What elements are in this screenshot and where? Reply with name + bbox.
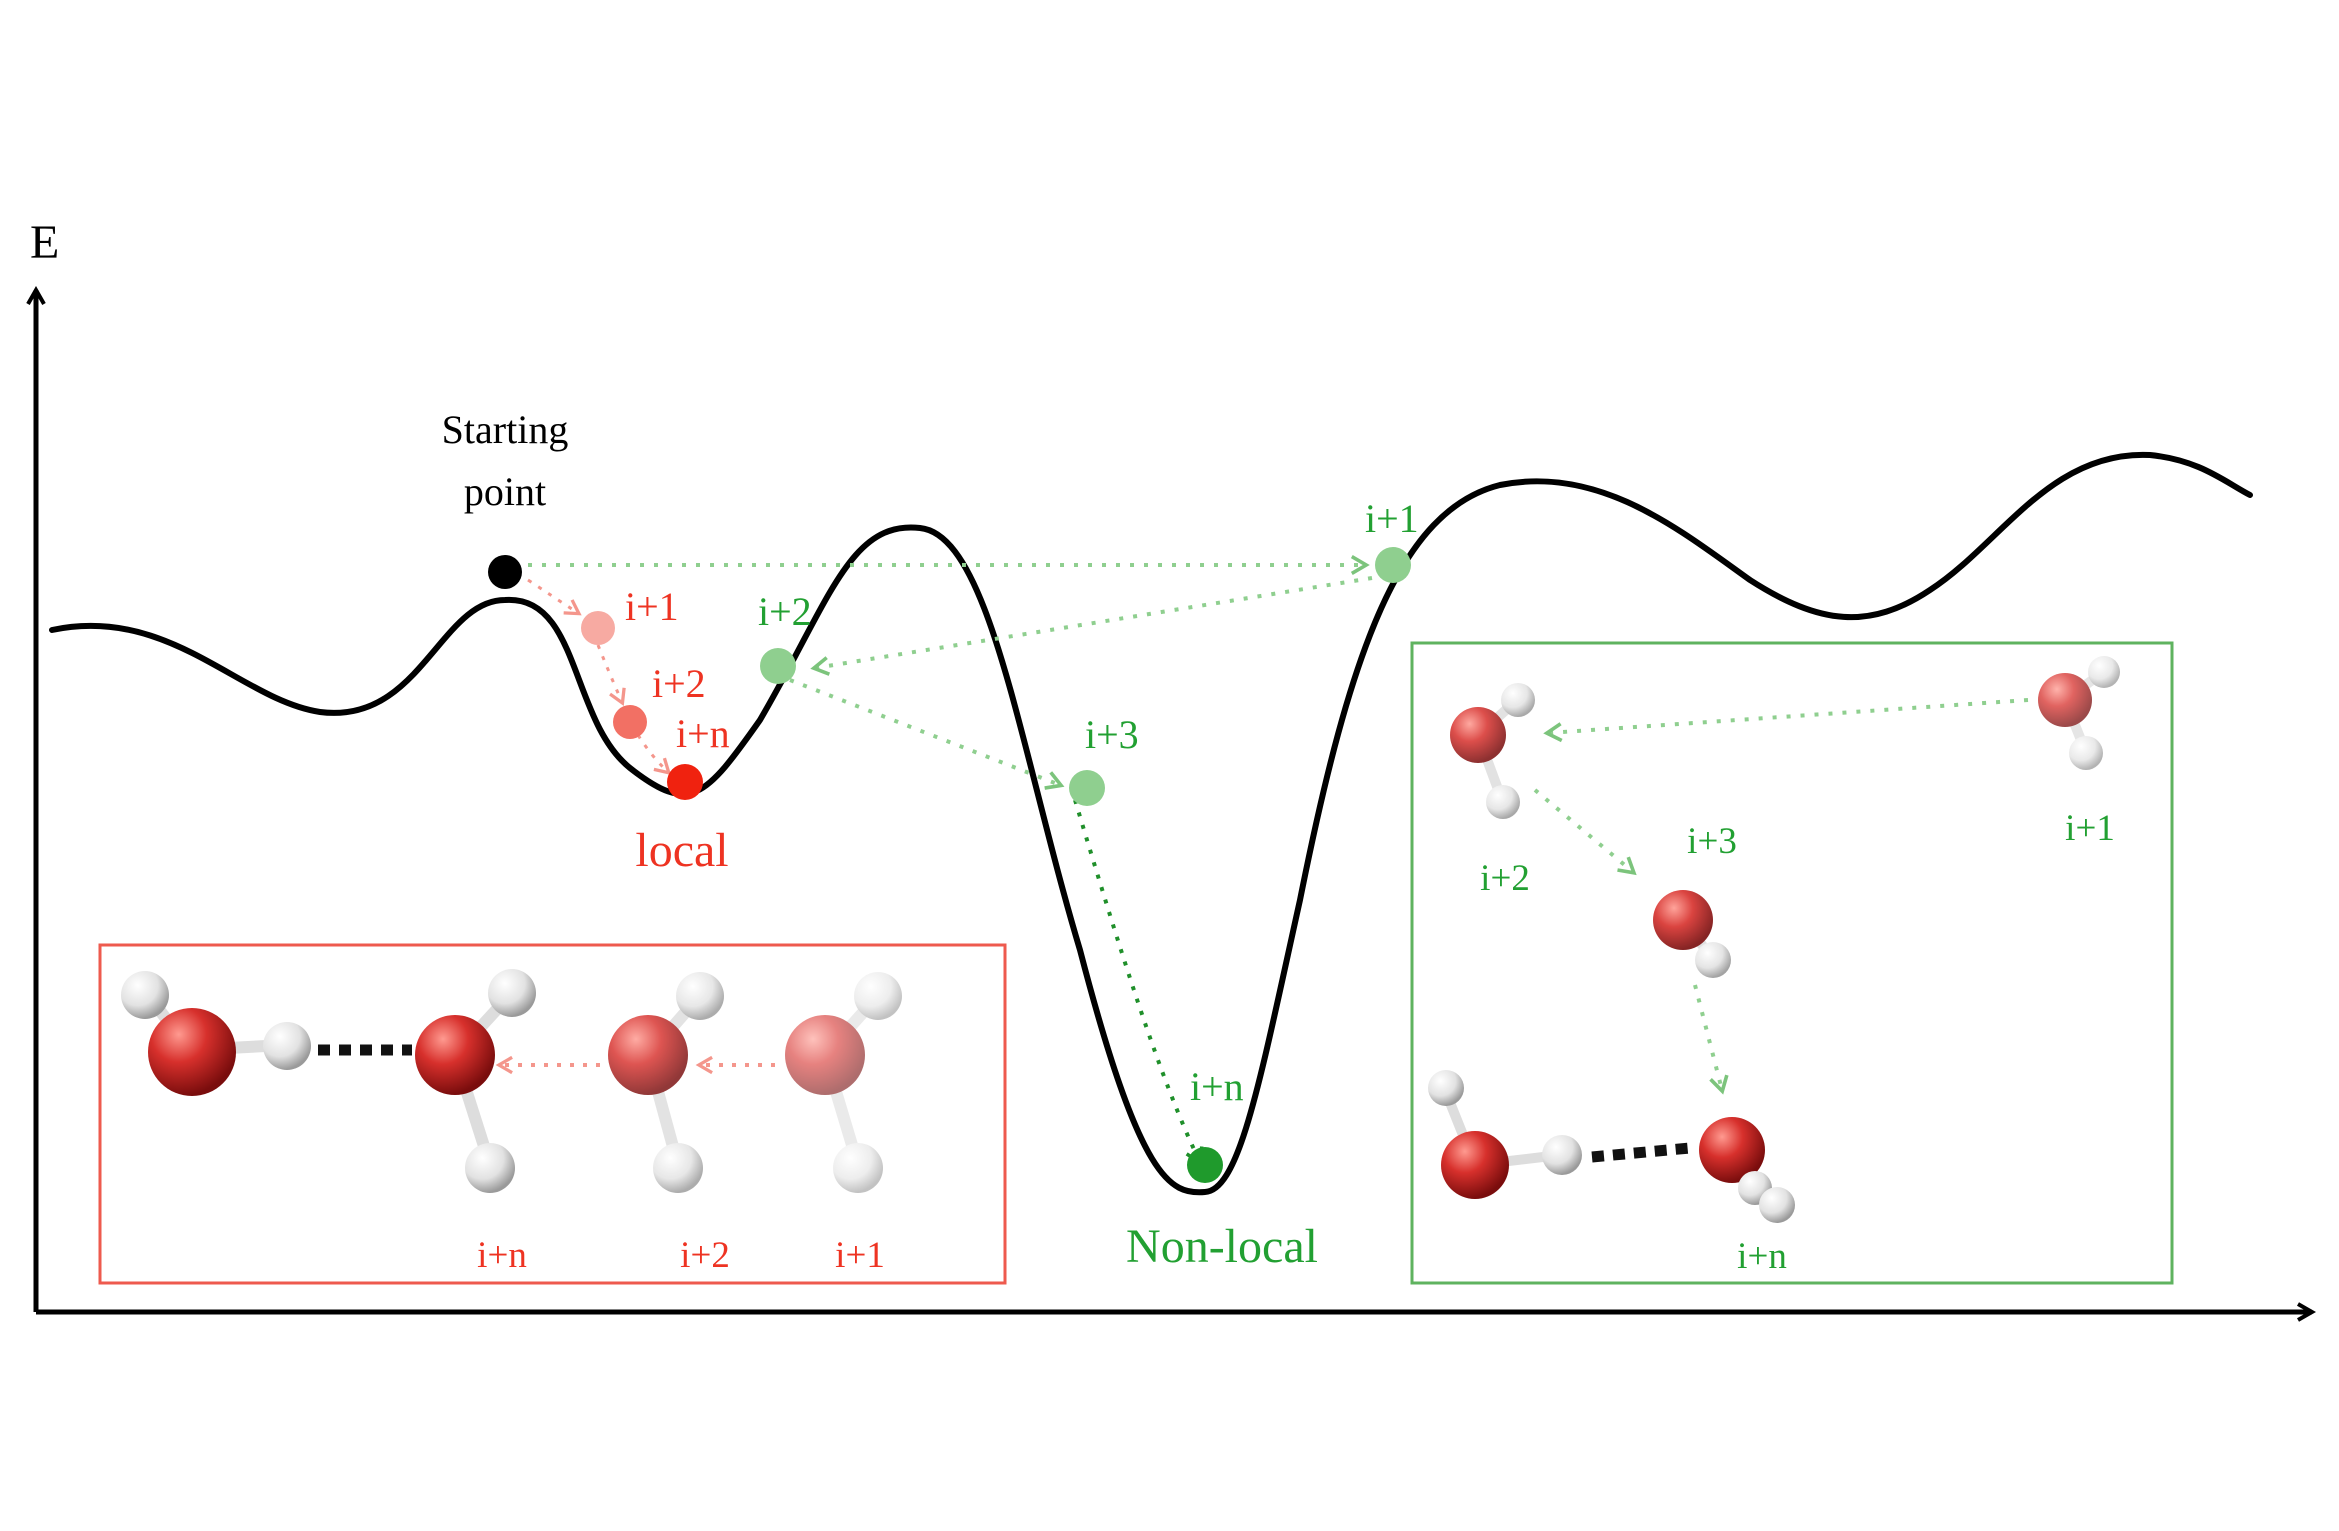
nonlocal-inset-label-n: i+n — [1737, 1236, 1787, 1277]
nonlocal-inset-label-3: i+3 — [1687, 821, 1737, 862]
local-inset-molecule-fixed — [121, 971, 311, 1096]
nonlocal-step-n-label: i+n — [1190, 1064, 1244, 1109]
nonlocal-step-1-marker — [1375, 547, 1411, 583]
local-step-1-marker — [581, 611, 615, 645]
starting-point-marker — [488, 555, 522, 589]
y-axis-label: E — [30, 216, 59, 269]
local-inset-label-1: i+1 — [835, 1235, 885, 1276]
starting-point-label-line2: point — [464, 469, 546, 514]
local-step-2-marker — [613, 705, 647, 739]
local-inset-label-n: i+n — [477, 1235, 527, 1276]
local-step-n-label: i+n — [676, 711, 730, 756]
nonlocal-inset-label-1: i+1 — [2065, 808, 2115, 849]
local-step-2-label: i+2 — [652, 661, 706, 706]
starting-point-label-line1: Starting — [442, 407, 569, 452]
local-inset-molecule-1 — [785, 972, 902, 1193]
nonlocal-title: Non-local — [1126, 1220, 1318, 1273]
nonlocal-path: i+1 i+2 i+3 i+n Non-local — [528, 496, 1419, 1273]
nonlocal-inset-molecule-fixed — [1428, 1070, 1582, 1199]
nonlocal-step-3-marker — [1069, 770, 1105, 806]
local-step-n-marker — [667, 764, 703, 800]
local-title: local — [635, 824, 728, 877]
nonlocal-inset-molecule-3 — [1653, 890, 1731, 978]
local-step-1-label: i+1 — [625, 584, 679, 629]
nonlocal-inset-molecule-1 — [2038, 656, 2120, 770]
nonlocal-step-2-marker — [760, 648, 796, 684]
energy-curve — [49, 451, 2253, 1196]
nonlocal-step-1-label: i+1 — [1365, 496, 1419, 541]
local-inset-molecule-2 — [608, 972, 724, 1193]
nonlocal-inset: i+1 i+2 i+3 i+n — [1410, 641, 2174, 1285]
local-inset-molecule-n — [415, 969, 536, 1193]
nonlocal-step-2-label: i+2 — [758, 589, 812, 634]
nonlocal-step-3-label: i+3 — [1085, 712, 1139, 757]
local-path: i+1 i+2 i+n local — [527, 578, 730, 877]
nonlocal-inset-label-2: i+2 — [1480, 858, 1530, 899]
nonlocal-inset-molecule-2 — [1450, 683, 1535, 819]
nonlocal-hydrogen-bond — [1591, 1142, 1691, 1163]
local-inset: i+n i+2 i+1 — [98, 943, 1007, 1285]
local-inset-label-2: i+2 — [680, 1235, 730, 1276]
local-inset-frame — [98, 943, 1007, 1285]
nonlocal-step-n-marker — [1187, 1147, 1223, 1183]
nonlocal-inset-frame — [1410, 641, 2174, 1285]
nonlocal-inset-molecule-n — [1699, 1117, 1795, 1223]
